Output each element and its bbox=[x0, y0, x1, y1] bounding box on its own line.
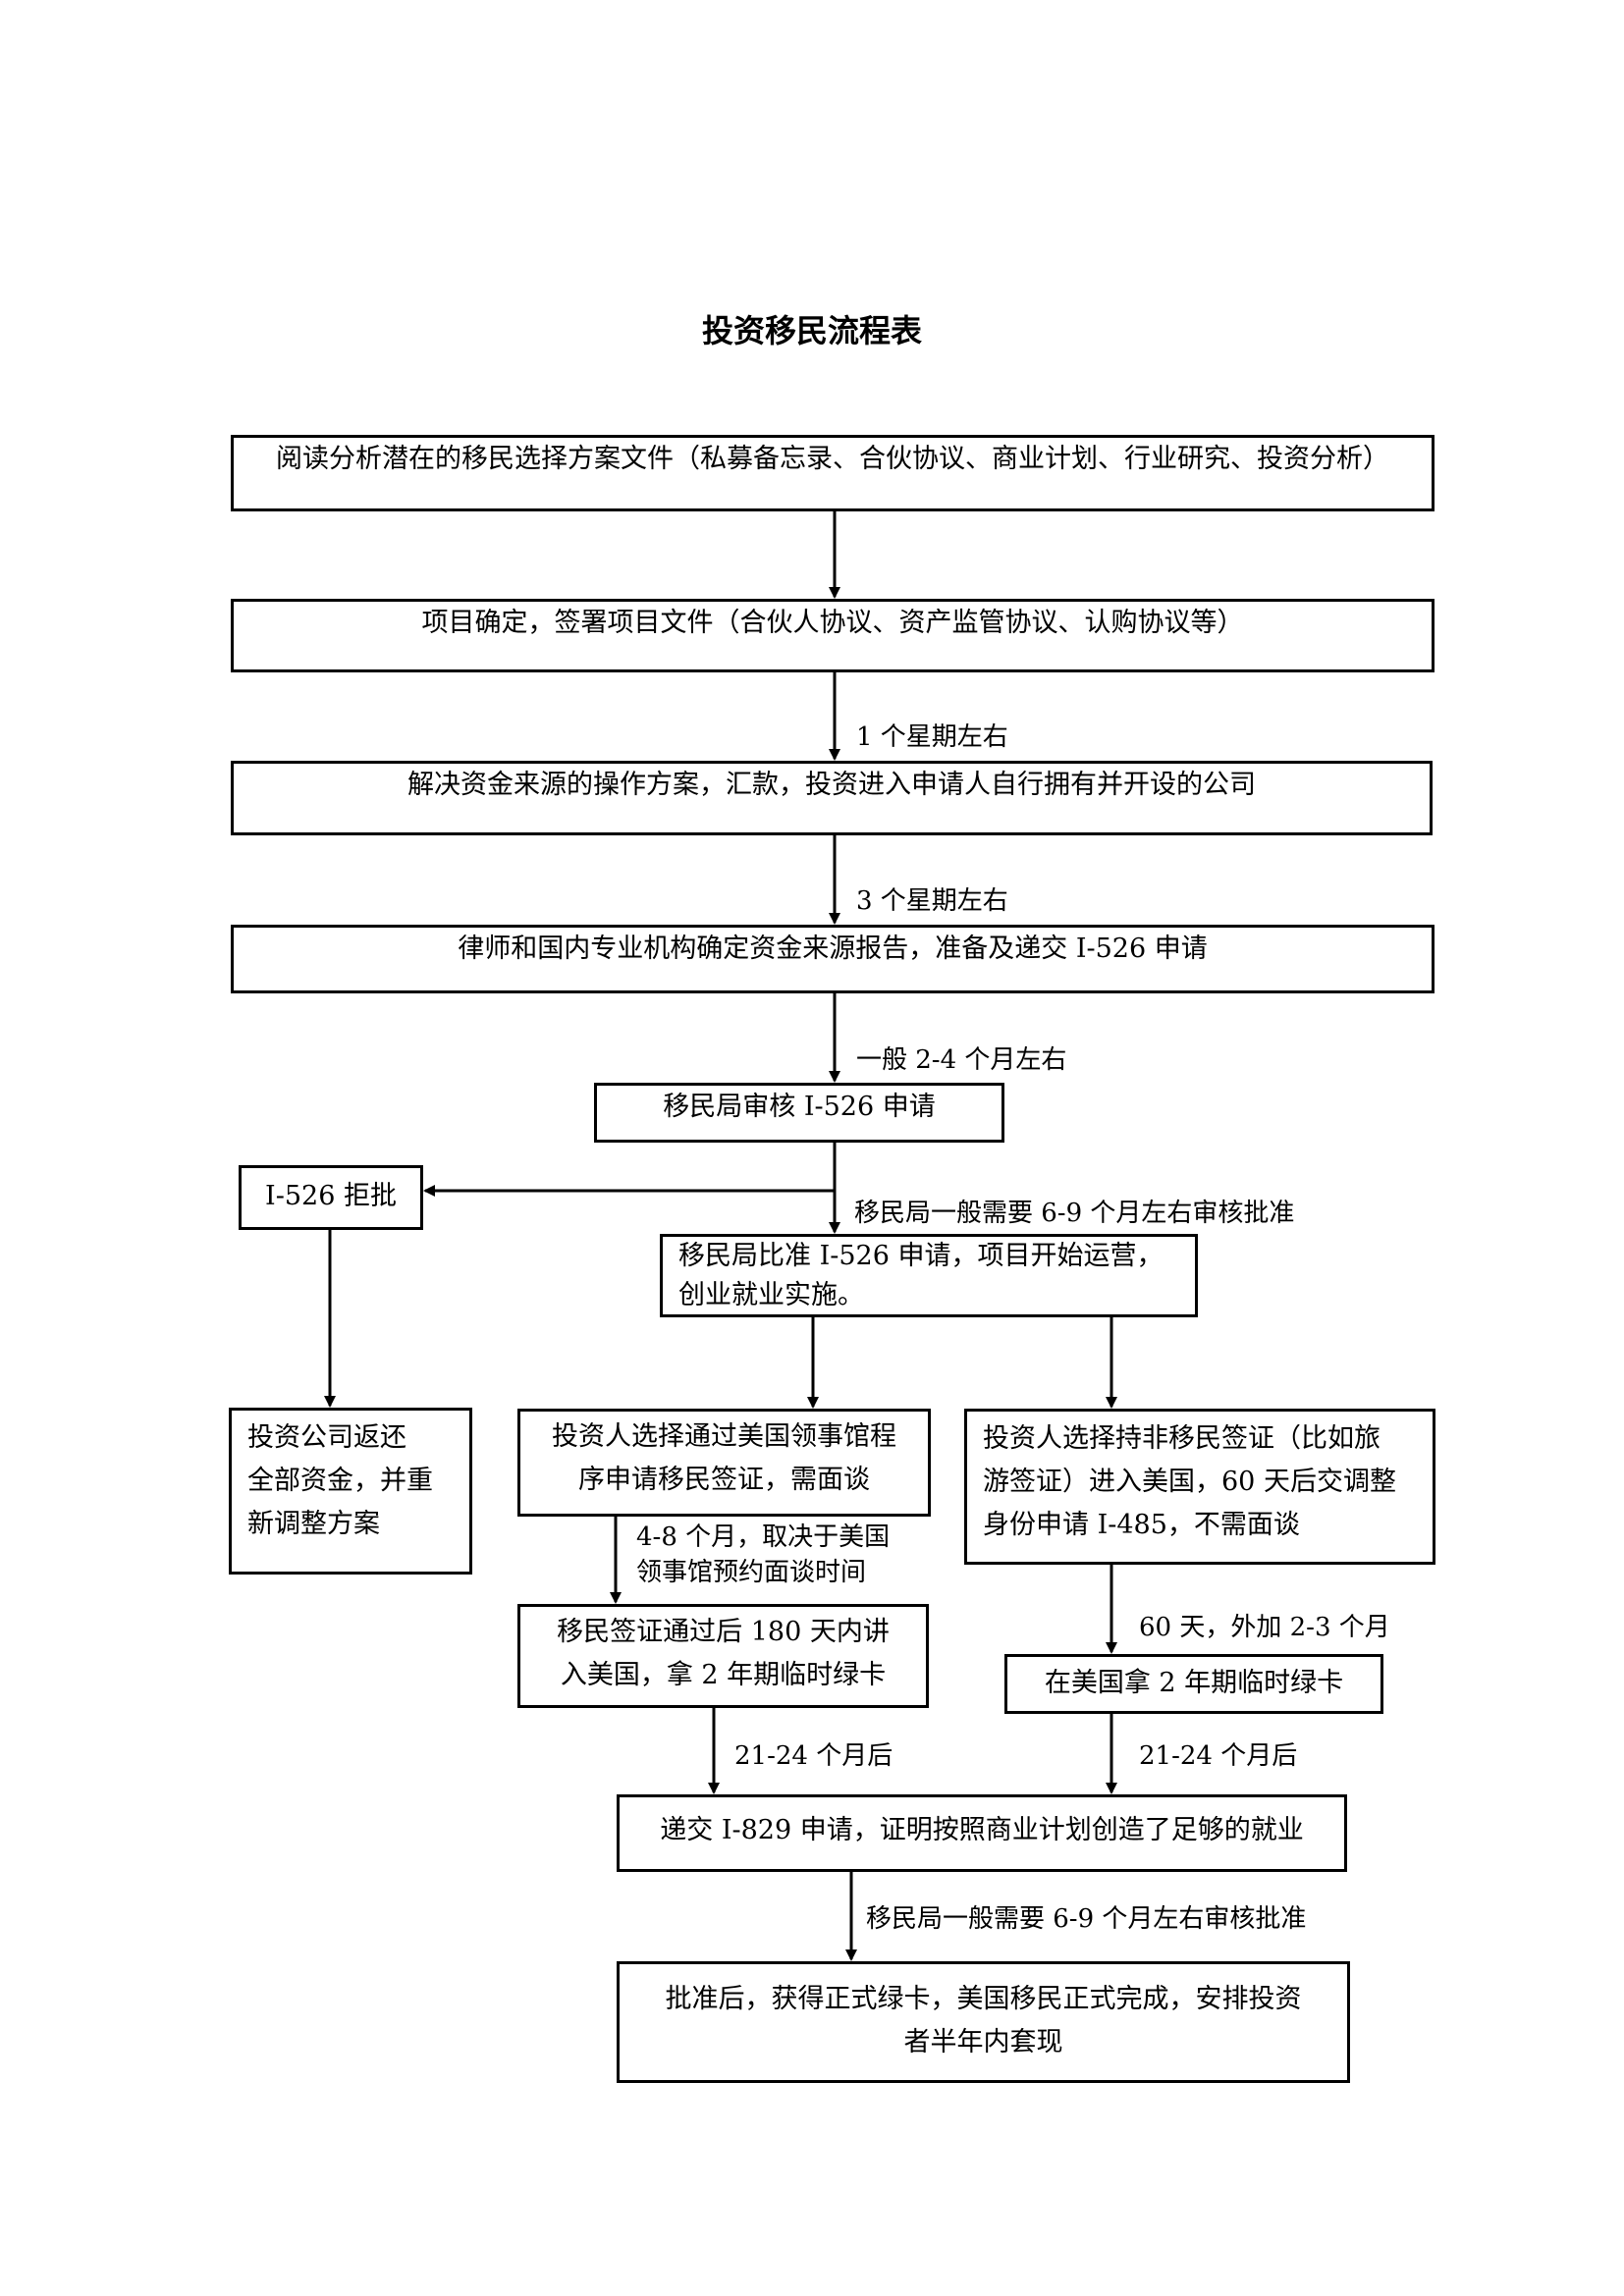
step-submit-i526: 律师和国内专业机构确定资金来源报告，准备及递交 I-526 申请 bbox=[231, 925, 1435, 993]
step-i526-rejected: I-526 拒批 bbox=[239, 1165, 423, 1230]
step-visa-entry: 移民签证通过后 180 天内讲 入美国，拿 2 年期临时绿卡 bbox=[517, 1604, 929, 1708]
step-temporary-green-card: 在美国拿 2 年期临时绿卡 bbox=[1004, 1654, 1383, 1714]
step-confirm-project: 项目确定，签署项目文件（合伙人协议、资产监管协议、认购协议等） bbox=[231, 599, 1435, 672]
label-sixty-days: 60 天，外加 2-3 个月 bbox=[1139, 1613, 1390, 1642]
step-adjust-status: 投资人选择持非移民签证（比如旅 游签证）进入美国，60 天后交调整 身份申请 I… bbox=[964, 1409, 1435, 1565]
page-title: 投资移民流程表 bbox=[701, 312, 922, 349]
step-funds-source: 解决资金来源的操作方案，汇款，投资进入申请人自行拥有并开设的公司 bbox=[231, 761, 1433, 835]
label-consulate-wait: 4-8 个月，取决于美国 领事馆预约面谈时间 bbox=[636, 1522, 891, 1587]
step-consular-processing: 投资人选择通过美国领事馆程 序申请移民签证，需面谈 bbox=[517, 1409, 931, 1517]
label-six-to-nine-months-review: 移民局一般需要 6-9 个月左右审核批准 bbox=[854, 1199, 1295, 1228]
label-21-24-months-left: 21-24 个月后 bbox=[734, 1741, 893, 1771]
label-six-to-nine-months-approval: 移民局一般需要 6-9 个月左右审核批准 bbox=[866, 1904, 1307, 1934]
label-two-to-four-months: 一般 2-4 个月左右 bbox=[856, 1045, 1067, 1075]
step-uscis-review: 移民局审核 I-526 申请 bbox=[594, 1083, 1004, 1143]
label-one-week: 1 个星期左右 bbox=[856, 722, 1008, 752]
step-review-documents: 阅读分析潜在的移民选择方案文件（私募备忘录、合伙协议、商业计划、行业研究、投资分… bbox=[231, 435, 1435, 511]
label-three-weeks: 3 个星期左右 bbox=[856, 886, 1008, 916]
label-21-24-months-right: 21-24 个月后 bbox=[1139, 1741, 1298, 1771]
step-submit-i829: 递交 I-829 申请，证明按照商业计划创造了足够的就业 bbox=[617, 1794, 1347, 1872]
step-permanent-green-card: 批准后，获得正式绿卡，美国移民正式完成，安排投资 者半年内套现 bbox=[617, 1961, 1350, 2083]
step-refund-funds: 投资公司返还 全部资金，并重 新调整方案 bbox=[229, 1408, 472, 1575]
step-i526-approved: 移民局比准 I-526 申请，项目开始运营， 创业就业实施。 bbox=[660, 1234, 1198, 1317]
